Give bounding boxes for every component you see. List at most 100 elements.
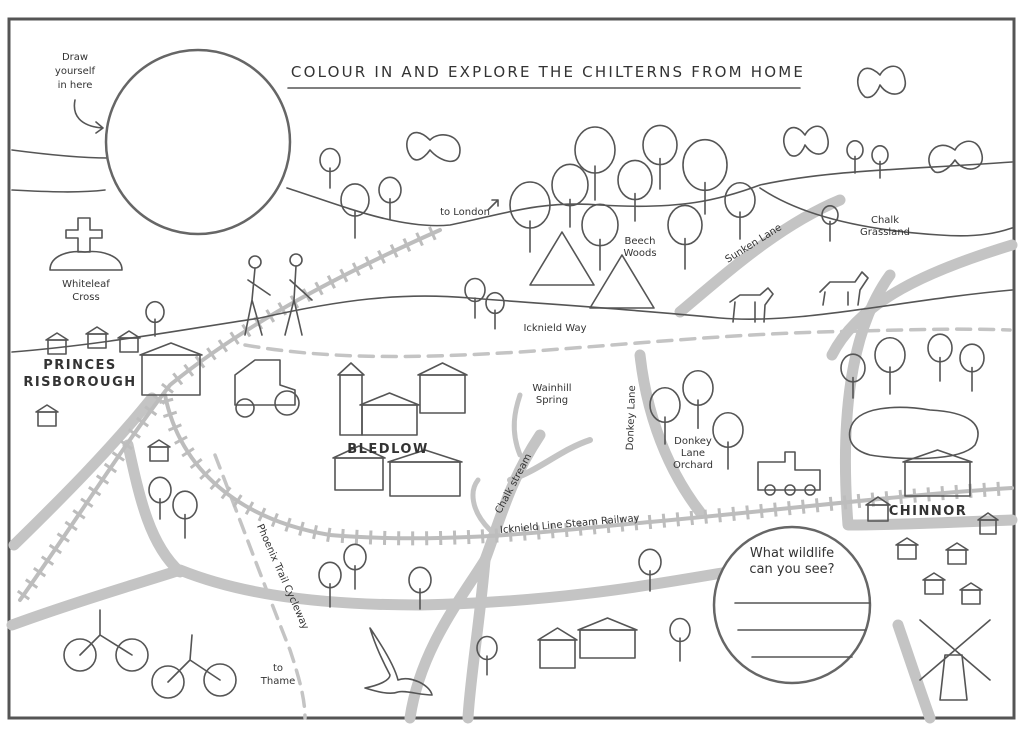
railway-tie — [494, 528, 499, 543]
railway-tie — [40, 555, 55, 566]
whiteleaf-cross-icon — [49, 217, 123, 271]
tree-icon — [485, 291, 505, 330]
railway-tie — [270, 512, 279, 528]
railway-tie — [314, 281, 324, 296]
trees — [145, 124, 985, 676]
map-title: COLOUR IN AND EXPLORE THE CHILTERNS FROM… — [291, 63, 805, 81]
railway-tie — [564, 522, 569, 538]
chinnor-label: CHINNOR — [889, 504, 968, 519]
railway-tie — [88, 485, 102, 497]
tree-icon — [464, 277, 486, 319]
railway-tie — [856, 493, 862, 509]
tree-icon — [172, 490, 198, 539]
railway-tie — [954, 484, 959, 500]
beech-woods-label: Beech — [624, 236, 655, 247]
railway-tie — [172, 372, 184, 386]
house-icon — [117, 330, 141, 353]
tree-icon — [821, 205, 839, 242]
house-icon — [902, 449, 973, 497]
railway-tie — [689, 510, 694, 526]
railway-tie — [647, 514, 653, 530]
railway-tie — [217, 339, 229, 353]
railway-tie — [814, 498, 820, 513]
house-icon — [959, 582, 983, 605]
railway-tie — [199, 468, 212, 481]
tree-icon — [145, 300, 165, 337]
house-icon — [35, 404, 59, 427]
svg-text:in here: in here — [58, 80, 93, 91]
house-icon — [922, 572, 946, 595]
railway-tie — [731, 506, 736, 521]
tree-icon — [649, 386, 681, 445]
tree-icon — [638, 548, 662, 592]
princes-risborough-label: PRINCES — [43, 358, 117, 373]
railway-tie — [389, 243, 399, 258]
house-icon — [865, 496, 891, 522]
railway-tie — [898, 489, 903, 505]
railway-tie — [144, 405, 158, 417]
svg-text:Spring: Spring — [536, 395, 568, 406]
icknield-way-label: Icknield Way — [523, 323, 586, 334]
tractor-icon — [234, 359, 300, 418]
svg-text:Orchard: Orchard — [673, 460, 713, 471]
railway-tie — [926, 487, 931, 502]
house-icon — [85, 326, 109, 349]
tree-icon — [712, 411, 744, 470]
chalk-grassland-label: Chalk — [871, 215, 899, 226]
house-icon — [977, 512, 999, 535]
railway-tie — [351, 262, 361, 277]
railway-tie — [127, 428, 141, 439]
tree-icon — [871, 145, 889, 179]
house-icon — [577, 617, 638, 659]
railway-tie — [183, 363, 195, 377]
railway-tie — [162, 410, 178, 418]
whiteleaf-cross-label: Whiteleaf — [62, 279, 110, 290]
railway-tie — [220, 486, 232, 500]
railway-tie — [95, 474, 110, 485]
house-icon — [387, 449, 463, 497]
shelter-icon — [529, 231, 655, 309]
tree-icon — [927, 333, 953, 382]
railway-tie — [312, 524, 318, 540]
railway-tie — [428, 226, 437, 241]
butterfly-icon — [406, 65, 983, 174]
railway-tie — [550, 524, 555, 539]
railway-tie — [206, 347, 217, 361]
bledlow-label: BLEDLOW — [347, 442, 429, 457]
house-icon — [147, 439, 171, 462]
railway-tie — [377, 249, 386, 264]
svg-text:Cross: Cross — [72, 292, 99, 303]
railway-tie — [103, 462, 118, 474]
tree-icon — [667, 204, 703, 270]
railway-tie — [982, 482, 987, 497]
railway-tie — [996, 481, 1001, 496]
steam-train-icon — [757, 451, 821, 496]
railway-tie — [759, 503, 764, 519]
railway-tie — [508, 527, 513, 542]
wildlife-circle — [712, 525, 872, 685]
tree-icon — [724, 181, 756, 240]
draw-yourself-circle[interactable] — [104, 48, 292, 236]
railway-tie — [340, 528, 345, 544]
railway-tie — [160, 382, 174, 394]
svg-text:Draw: Draw — [62, 52, 88, 63]
house-icon — [332, 445, 386, 491]
railway-tie — [111, 451, 125, 462]
railway-tie — [167, 423, 182, 432]
red-kite-icon — [364, 627, 433, 696]
arrow-icon — [73, 99, 104, 134]
walkers-icon — [244, 253, 313, 336]
tree-icon — [574, 126, 616, 201]
draw-yourself-label: Draw yourself in here — [55, 52, 96, 91]
to-thame-label: to — [273, 663, 283, 674]
railway-tie — [56, 532, 70, 543]
railway-tie — [801, 499, 806, 514]
railway-tie — [606, 518, 611, 534]
railway-tie — [578, 521, 583, 536]
railway-tie — [415, 232, 424, 247]
railway-tie — [72, 509, 86, 520]
railway-tie — [466, 529, 471, 545]
tree-icon — [840, 353, 866, 399]
tree-icon — [959, 343, 985, 392]
railway-tie — [16, 589, 31, 601]
